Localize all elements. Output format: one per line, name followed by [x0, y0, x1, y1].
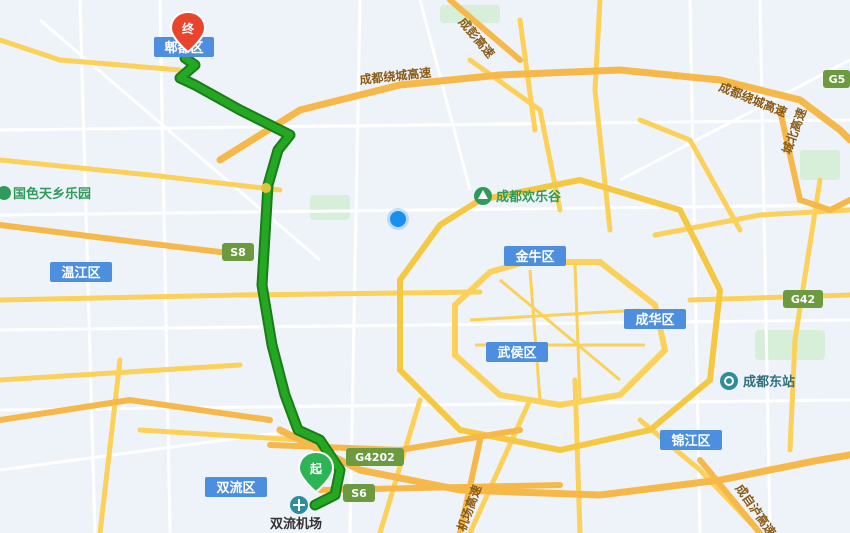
ring-road-middle	[397, 176, 724, 454]
shield-g5: G5	[823, 70, 850, 88]
start-marker-pin[interactable]: 起	[297, 450, 335, 494]
svg-text:金牛区: 金牛区	[514, 249, 554, 265]
poi-dongzhan[interactable]: 成都东站	[720, 372, 795, 390]
current-location-dot[interactable]	[387, 208, 409, 230]
district-label-jinniu[interactable]: 金牛区	[504, 246, 566, 266]
shield-s6: S6	[343, 484, 375, 502]
svg-text:成都欢乐谷: 成都欢乐谷	[496, 189, 562, 205]
svg-text:S6: S6	[351, 487, 367, 500]
svg-text:G5: G5	[829, 73, 846, 86]
svg-text:锦江区: 锦江区	[671, 433, 710, 449]
svg-text:S8: S8	[230, 246, 246, 259]
district-label-jinjiang[interactable]: 锦江区	[660, 430, 722, 450]
svg-text:武侯区: 武侯区	[497, 345, 536, 361]
shield-s8: S8	[222, 243, 254, 261]
svg-text:G42: G42	[791, 293, 815, 306]
park-icon-glyph	[478, 190, 488, 199]
svg-text:成华区: 成华区	[635, 312, 674, 328]
svg-text:国色天乡乐园: 国色天乡乐园	[13, 186, 91, 202]
ring-expressway	[216, 66, 850, 164]
district-label-wuhou[interactable]: 武侯区	[486, 342, 548, 362]
park-icon	[0, 186, 11, 200]
shield-g4202: G4202	[346, 448, 404, 466]
svg-text:成都东站: 成都东站	[743, 374, 795, 390]
ring-expressway-south	[276, 426, 850, 499]
poi-huanlegu[interactable]: 成都欢乐谷	[474, 187, 562, 205]
poi-airport[interactable]: 双流机场	[270, 496, 322, 532]
shield-g42: G42	[783, 290, 823, 308]
train-station-icon	[720, 372, 738, 390]
train-station-icon-glyph	[724, 376, 734, 386]
end-marker-pin[interactable]: 终	[169, 10, 207, 54]
district-label-wenjiang[interactable]: 温江区	[50, 262, 112, 282]
district-label-shuangliu[interactable]: 双流区	[205, 477, 267, 497]
airport-icon-glyph	[293, 499, 305, 511]
district-label-chenghua[interactable]: 成华区	[624, 309, 686, 329]
route-congestion-dot	[261, 183, 271, 193]
svg-text:温江区: 温江区	[61, 265, 100, 281]
svg-text:双流机场: 双流机场	[270, 516, 322, 532]
svg-text:终: 终	[182, 21, 195, 36]
svg-text:G4202: G4202	[355, 451, 395, 464]
svg-text:起: 起	[309, 461, 323, 476]
ring-road-inner	[452, 259, 669, 409]
poi-tianxiang[interactable]: 国色天乡乐园	[0, 186, 91, 202]
svg-text:双流区: 双流区	[216, 480, 255, 496]
route-path	[176, 54, 344, 509]
